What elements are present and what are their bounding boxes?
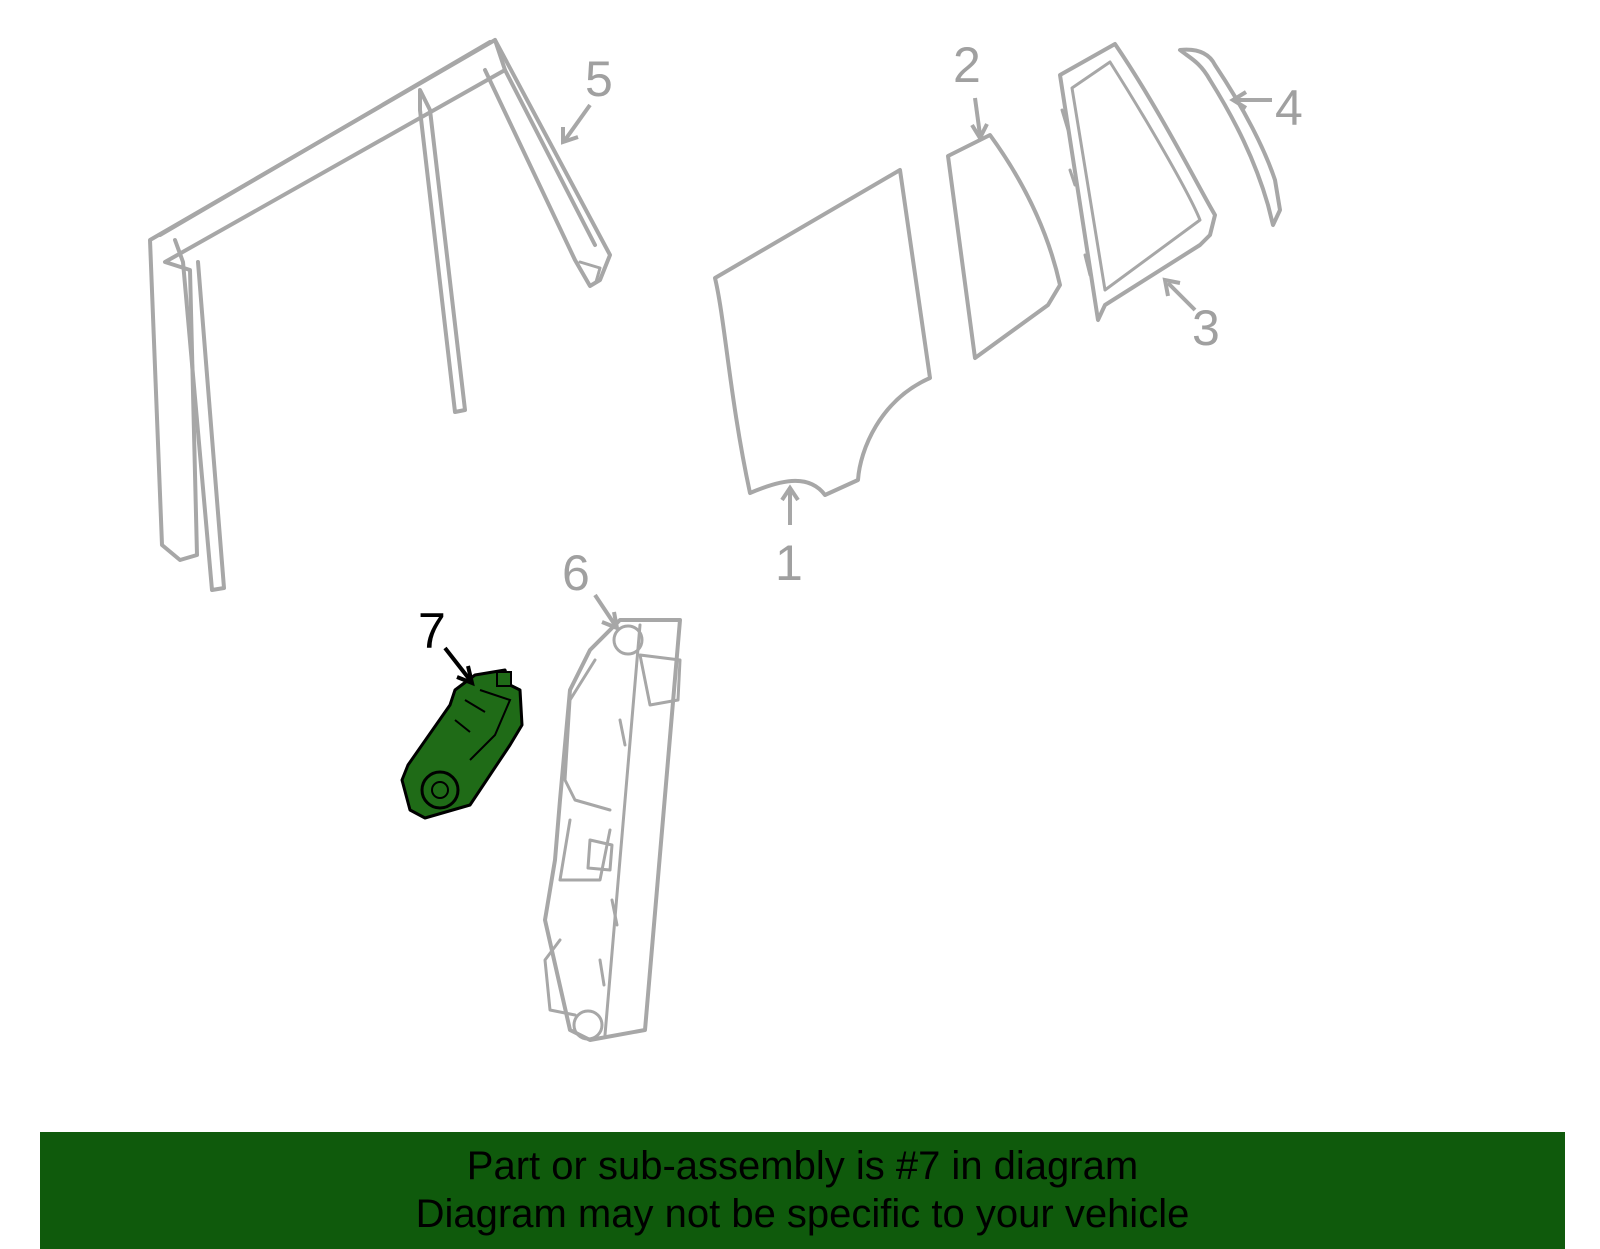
part-6-window-regulator[interactable] xyxy=(543,618,682,1042)
part-5-door-frame[interactable] xyxy=(148,38,612,592)
callout-1: 1 xyxy=(775,535,803,591)
part-7-window-motor[interactable] xyxy=(400,668,524,820)
callout-5: 5 xyxy=(585,51,613,107)
part-2-quarter-glass[interactable] xyxy=(946,133,1062,360)
footer-banner: Part or sub-assembly is #7 in diagram Di… xyxy=(40,1132,1565,1249)
part-3-glass-frame[interactable] xyxy=(1058,42,1217,322)
callout-7: 7 xyxy=(418,603,446,659)
part-1-door-glass[interactable] xyxy=(713,168,932,497)
callout-4: 4 xyxy=(1275,80,1303,136)
callout-6: 6 xyxy=(562,545,590,601)
part-4-trim-molding[interactable] xyxy=(1178,47,1282,227)
footer-line-2: Diagram may not be specific to your vehi… xyxy=(415,1192,1190,1236)
callout-2: 2 xyxy=(953,37,981,93)
callout-3: 3 xyxy=(1192,300,1220,356)
footer-line-1: Part or sub-assembly is #7 in diagram xyxy=(466,1144,1139,1188)
